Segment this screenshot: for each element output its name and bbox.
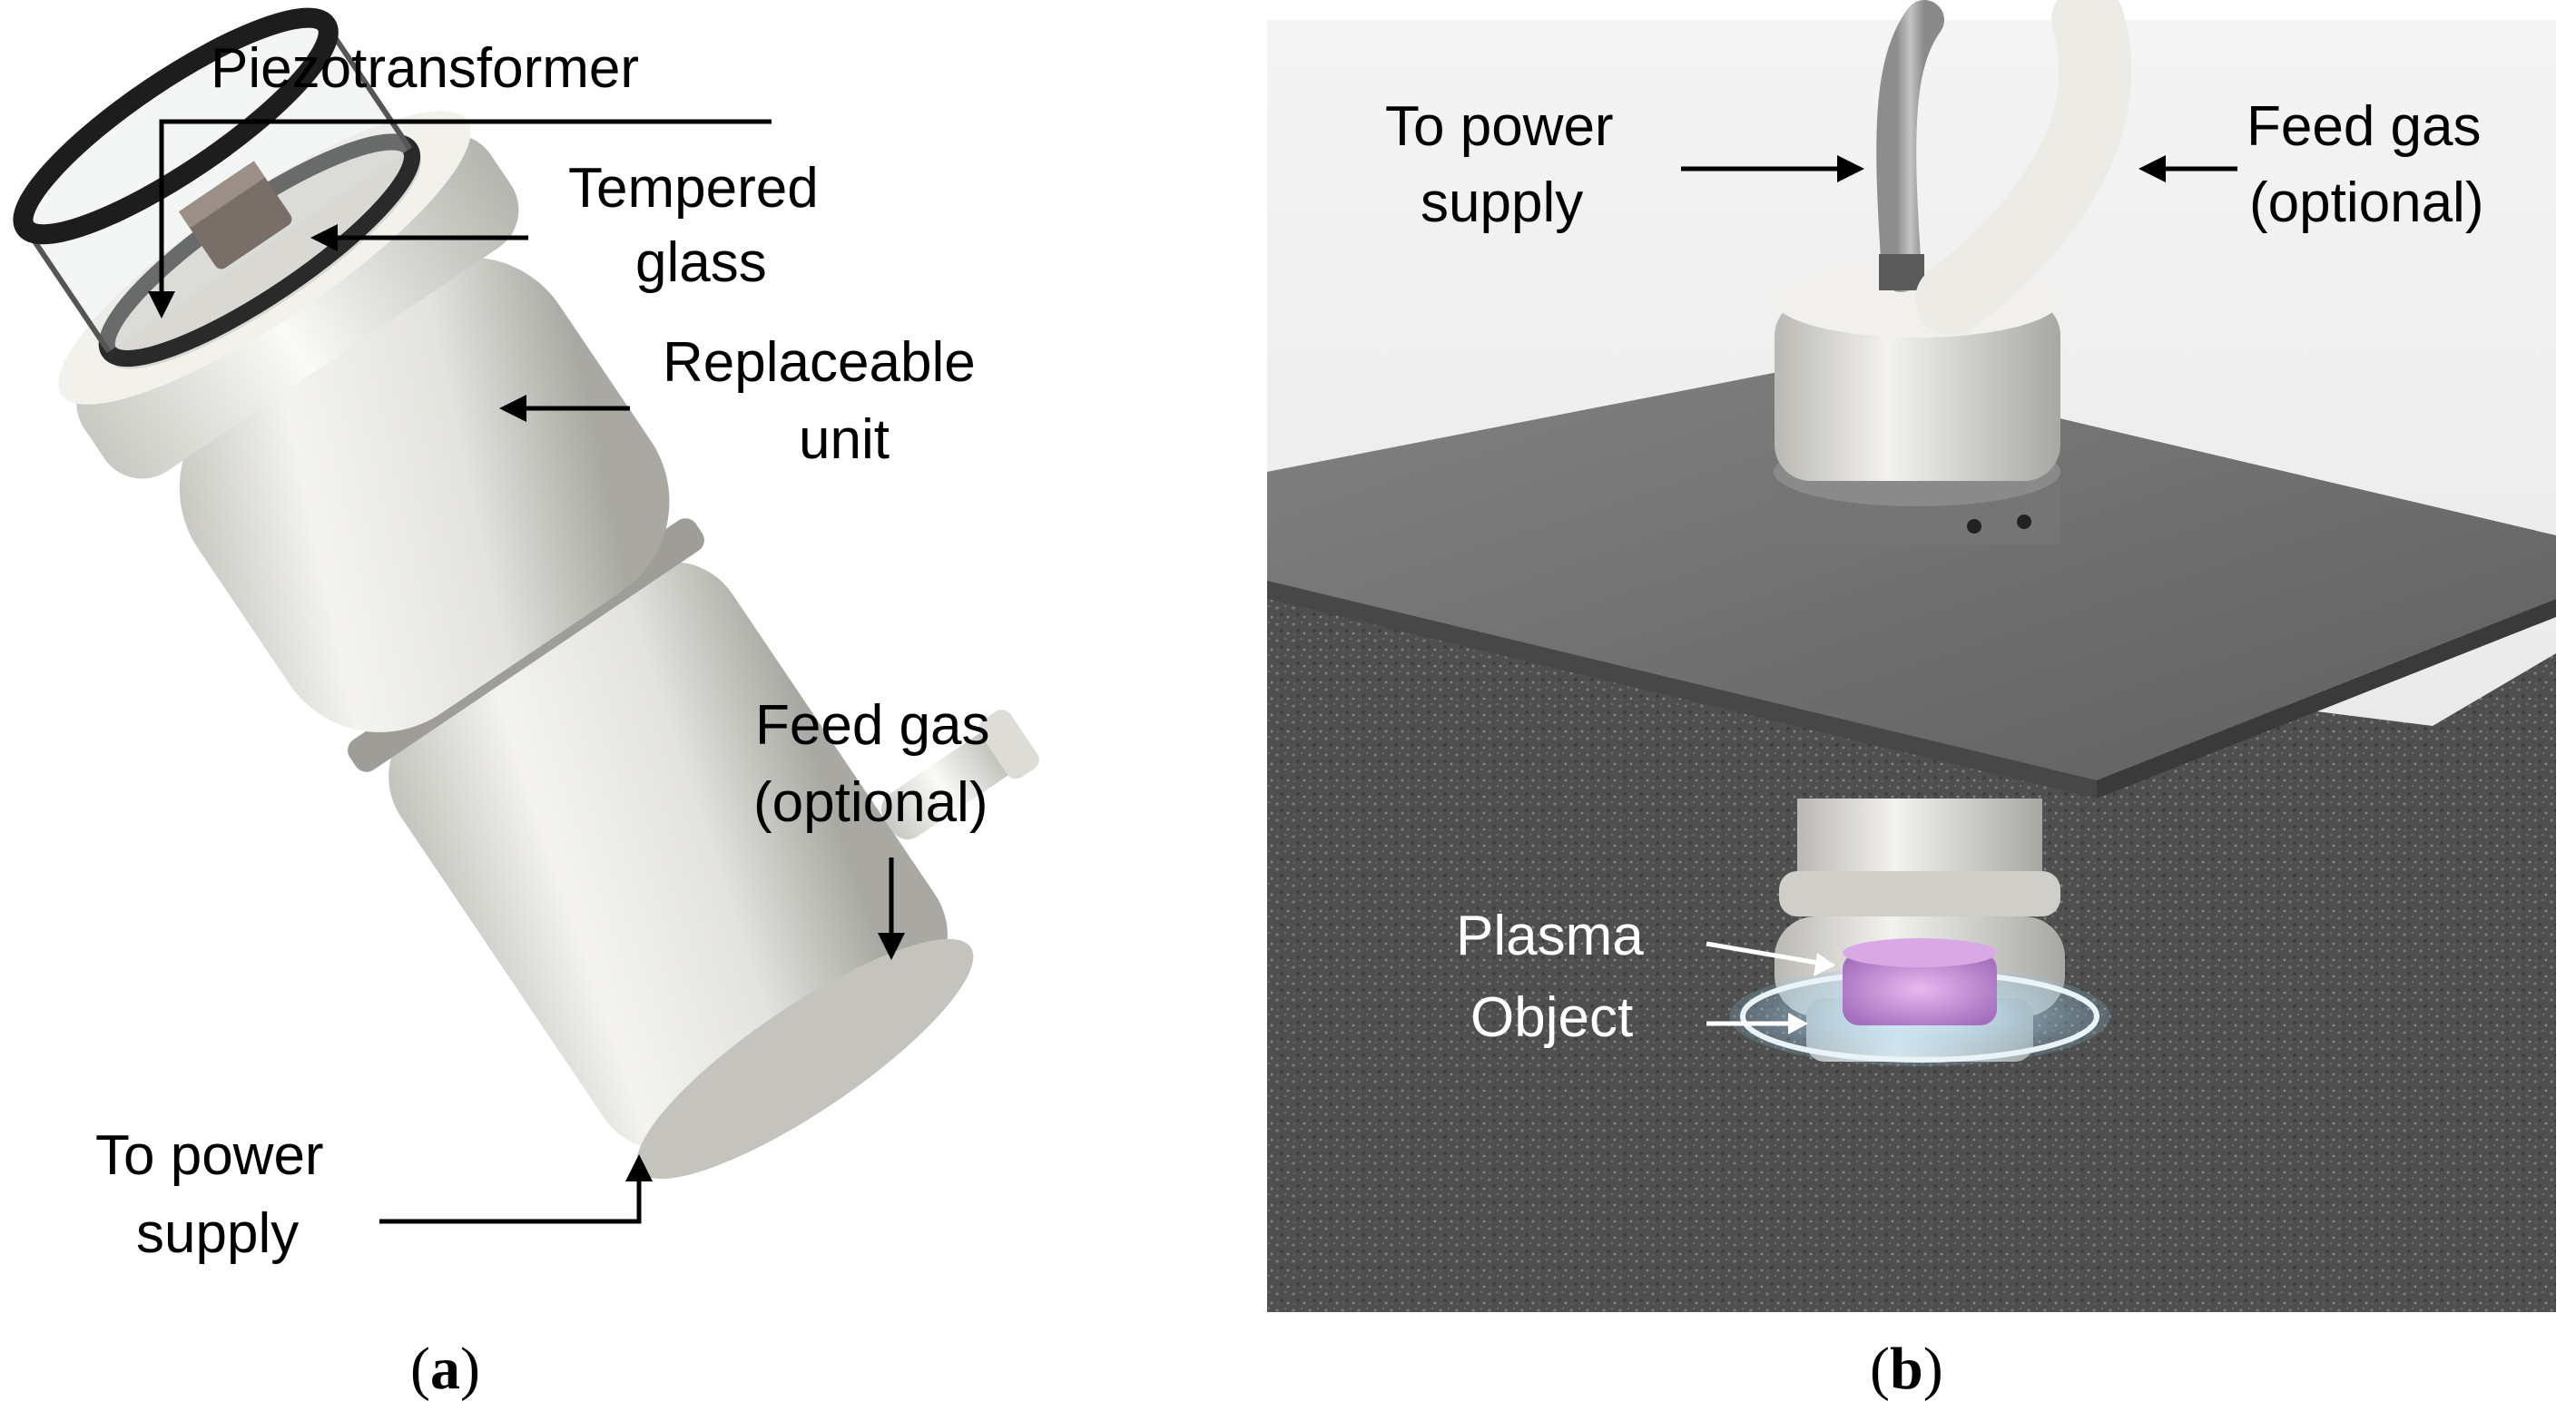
caption-b: (b) [1870,1336,1943,1402]
power-cable [1876,0,1944,292]
label-replaceable-unit-line1: Replaceable [663,331,976,394]
arrow-piezotransformer [148,119,772,318]
label-tempered-glass-line2: glass [635,231,767,294]
label-power-supply-a-line2: supply [136,1202,299,1265]
label-piezotransformer: Piezotransformer [211,37,639,100]
arrow-power-supply-a [379,1154,653,1224]
gas-hose [1915,0,2132,336]
label-power-supply-b-line2: supply [1421,172,1583,234]
panel-b: To power supply Feed gas (optional) Plas… [1267,0,2556,1402]
label-power-supply-a-line1: To power [95,1124,324,1187]
label-power-supply-b-line1: To power [1385,95,1614,158]
mounting-plate [1267,363,2556,780]
label-plasma: Plasma [1456,905,1644,967]
label-feed-gas-b-line2: (optional) [2249,172,2483,234]
label-feed-gas-b-line1: Feed gas [2247,95,2482,158]
label-replaceable-unit-line2: unit [799,408,890,471]
label-feed-gas-a-line2: (optional) [753,771,988,834]
label-feed-gas-a-line1: Feed gas [755,694,990,757]
label-object: Object [1470,986,1633,1049]
plasma-discharge [1843,953,1997,1025]
label-tempered-glass-line1: Tempered [568,157,819,220]
plasma-device-render [13,7,1039,1180]
arrow-plasma [1706,941,1834,968]
panel-a: Piezotransformer Tempered glass Replacea… [13,7,1039,1402]
caption-a: (a) [410,1336,480,1402]
